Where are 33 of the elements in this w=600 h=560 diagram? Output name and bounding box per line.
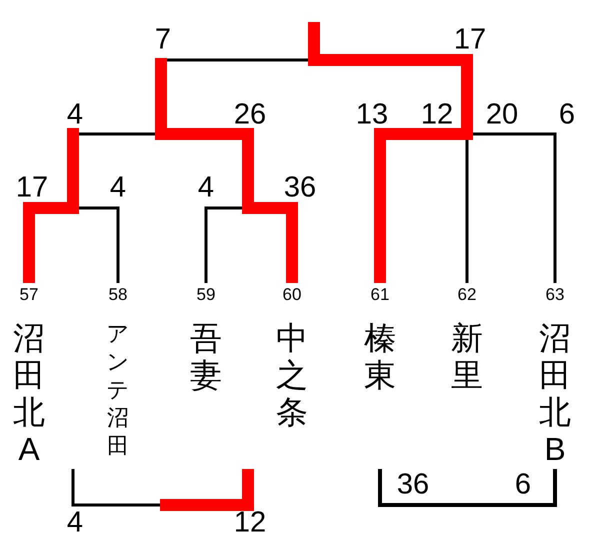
score-label: 6 [558, 100, 576, 130]
score-label: 20 [486, 100, 518, 130]
bracket-line [378, 469, 557, 507]
seed-number: 60 [282, 286, 302, 304]
score-label: 36 [284, 174, 316, 202]
score-label: 7 [154, 26, 172, 54]
team-name: 榛東 [363, 320, 397, 394]
bracket-line [204, 202, 298, 283]
score-label: 36 [396, 470, 430, 500]
score-label: 4 [66, 508, 84, 538]
seed-number: 63 [546, 286, 564, 304]
score-label: 17 [454, 26, 486, 54]
score-label: 4 [198, 174, 214, 202]
team-name: アンテ沼田 [106, 320, 130, 460]
seed-number: 59 [196, 286, 216, 304]
team-name: 新里 [450, 320, 484, 394]
seed-number: 62 [458, 286, 476, 304]
team-name: 沼田北A [12, 320, 46, 468]
seed-number: 57 [20, 286, 38, 304]
seed-number: 61 [370, 286, 390, 304]
score-label: 6 [514, 470, 532, 500]
score-label: 4 [110, 174, 126, 202]
seed-number: 58 [108, 286, 128, 304]
score-label: 26 [234, 100, 266, 130]
score-label: 12 [420, 100, 454, 130]
score-label: 17 [16, 174, 48, 202]
score-label: 13 [356, 100, 388, 130]
team-name: 中之条 [275, 320, 309, 431]
team-name: 吾妻 [189, 320, 223, 394]
bracket-line [23, 202, 120, 283]
score-label: 12 [234, 508, 266, 538]
team-name: 沼田北B [538, 320, 572, 468]
score-label: 4 [66, 100, 84, 130]
